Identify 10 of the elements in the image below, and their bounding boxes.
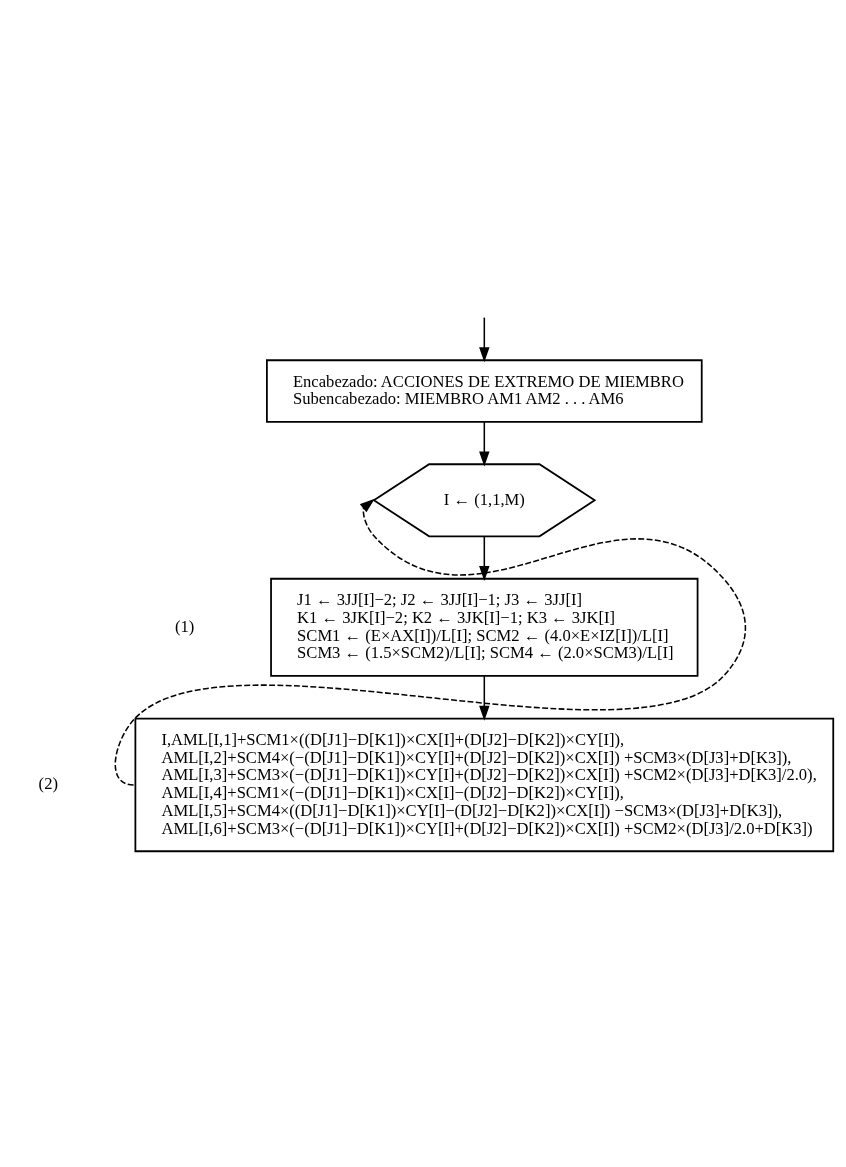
- arrow: [479, 534, 490, 581]
- label: (2): [38, 773, 58, 793]
- arrow: [479, 420, 490, 467]
- node-box: I,AML[I,1]+SCM1×((D[J1]−D[K1])×CX[I]+(D[J2]−D[K2])×CY[I]), AML[I,2]+SCM4×(−(D[J1]−D[K1])×CY[I]+(D[J2]−D[K2])×CX[I]) +SCM3×(D[J3]+D[K3]), AML[I,3]+SCM3×(−(D[J1]−D[K1])×CY[I]+(D[J2]−D[K2])×CX[I]) +SCM2×(D[J3]+D[K3]/2.0), AML[I,4]+SCM1×(−(D[J1]−D[K1])×CX[I]−(D[J2]−D[K2])×CY[I]), AML[I,5]+SCM4×((D[J1]−D[K1])×CY[I]−(D[J2]−D[K2])×CX[I]) −SCM3×(D[J3]+D[K3]), AML[I,6]+SCM3×(−(D[J1]−D[K1])×CY[I]+(D[J2]−D[K2])×CX[I]) +SCM2×(D[J3]/2.0+D[K3]): [134, 717, 835, 852]
- arrow: [479, 316, 490, 362]
- arrow: [114, 498, 747, 786]
- arrow: [479, 674, 490, 721]
- node-box: J1 ← 3JJ[I]−2; J2 ← 3JJ[I]−1; J3 ← 3JJ[I] K1 ← 3JK[I]−2; K2 ← 3JK[I]−1; K3 ← 3JK[I] SCM1 ← (E×AX[I])/L[I]; SCM2 ← (4.0×E×IZ[I])/L[I] SCM3 ← (1.5×SCM2)/L[I]; SCM4 ← (2.0×SCM3)/L[I]: [270, 577, 699, 677]
- label: (1): [174, 616, 195, 636]
- node-box: Encabezado: ACCIONES DE EXTREMO DE MIEMBRO Subencabezado: MIEMBRO AM1 AM2 . . . AM6: [266, 358, 703, 423]
